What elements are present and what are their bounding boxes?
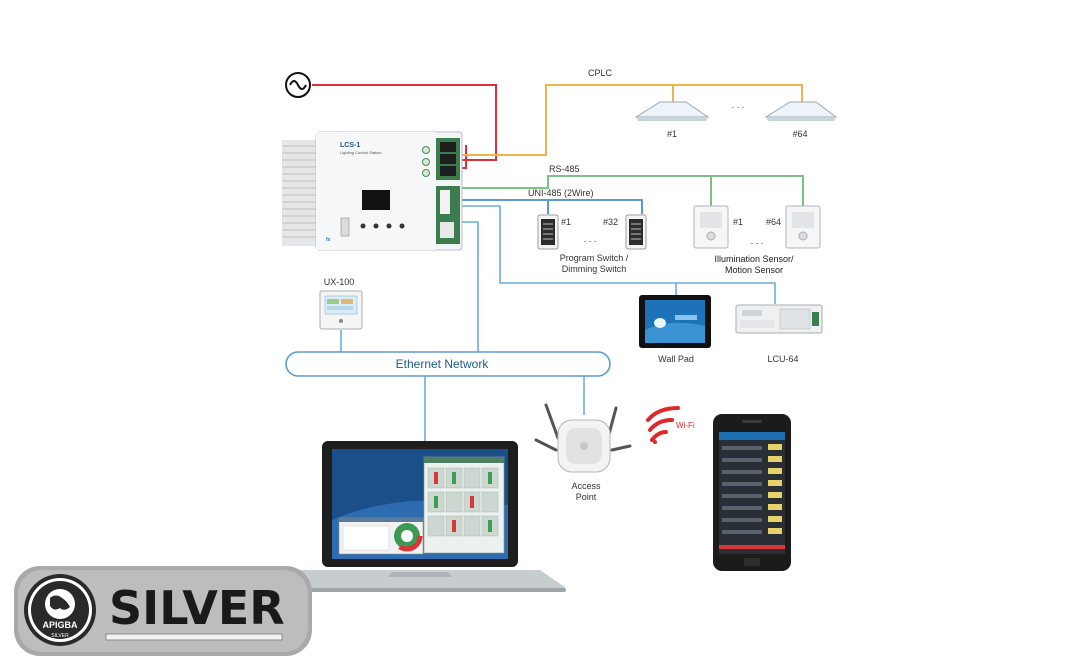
ac-power-source-icon: [285, 72, 311, 98]
laptop-app-window-small: [338, 517, 424, 555]
controller-terminals: [422, 138, 460, 244]
apigba-seal-logo: APIGBA SILVER: [24, 574, 96, 646]
controller-heatsink: [282, 140, 318, 246]
ux-100-label: UX-100: [324, 277, 355, 287]
wifi-label: Wi-Fi: [676, 421, 695, 430]
switch-last-label: #32: [603, 217, 618, 227]
controller-keys: [360, 223, 405, 229]
cplc-label: CPLC: [588, 68, 613, 78]
wall-pad: [639, 295, 711, 348]
light-first-label: #1: [667, 129, 677, 139]
controller-brand: fx: [326, 237, 331, 243]
smartphone: [713, 414, 791, 571]
badge-word: SILVER: [109, 581, 285, 635]
controller-name: LCS-1: [340, 142, 360, 149]
controller-display: [362, 190, 390, 210]
ux-100-panel: [319, 290, 363, 330]
lcs-1-controller: LCS-1 Lighting Control Station fx: [282, 131, 463, 251]
ethernet-network-bus: [285, 351, 611, 377]
seal-text: APIGBA: [42, 620, 78, 630]
ethernet-network-label: Ethernet Network: [396, 357, 490, 371]
power-wire-top: [312, 84, 497, 161]
switch-caption-line-1: Program Switch /: [560, 253, 629, 263]
ceiling-light-first: [634, 101, 710, 121]
ceiling-light-last: [764, 101, 838, 121]
silver-certification-badge: APIGBA SILVER SILVER: [14, 566, 312, 656]
rs485-label: RS-485: [549, 164, 580, 174]
wall-pad-label: Wall Pad: [658, 354, 694, 364]
switch-caption-line-2: Dimming Switch: [562, 264, 627, 274]
light-last-label: #64: [792, 129, 807, 139]
rs485-wire: [452, 175, 804, 206]
switch-first-label: #1: [561, 217, 571, 227]
light-dots: . . .: [732, 100, 745, 110]
sensor-caption-line-2: Motion Sensor: [725, 265, 783, 275]
wifi-icon: [646, 406, 680, 444]
sensor-first-label: #1: [733, 217, 743, 227]
controller-switch: [340, 217, 350, 237]
access-point-label-line-1: Access: [571, 481, 601, 491]
access-point-label-line-2: Point: [576, 492, 597, 502]
rs485-down-wire: [452, 205, 776, 304]
seal-sub: SILVER: [51, 633, 69, 639]
sensor-dots: . . .: [751, 236, 764, 246]
laptop: [276, 441, 566, 592]
sensor-last: [785, 205, 821, 249]
cplc-wire: [452, 84, 803, 156]
access-point: [534, 403, 632, 473]
uni485-wire: [452, 199, 643, 214]
program-switch-last: [625, 214, 647, 250]
lcu-64-label: LCU-64: [767, 354, 798, 364]
switch-dots: . . .: [584, 234, 597, 244]
program-switch-first: [537, 214, 559, 250]
sensor-caption-line-1: Illumination Sensor/: [714, 254, 794, 264]
laptop-app-window-large: [423, 456, 505, 554]
controller-subtitle: Lighting Control Station: [340, 150, 382, 155]
lcu-64-unit: [735, 304, 823, 334]
uni485-label: UNI-485 (2Wire): [528, 188, 594, 198]
sensor-first: [693, 205, 729, 249]
badge-underline: [105, 633, 283, 641]
sensor-last-label: #64: [766, 217, 781, 227]
